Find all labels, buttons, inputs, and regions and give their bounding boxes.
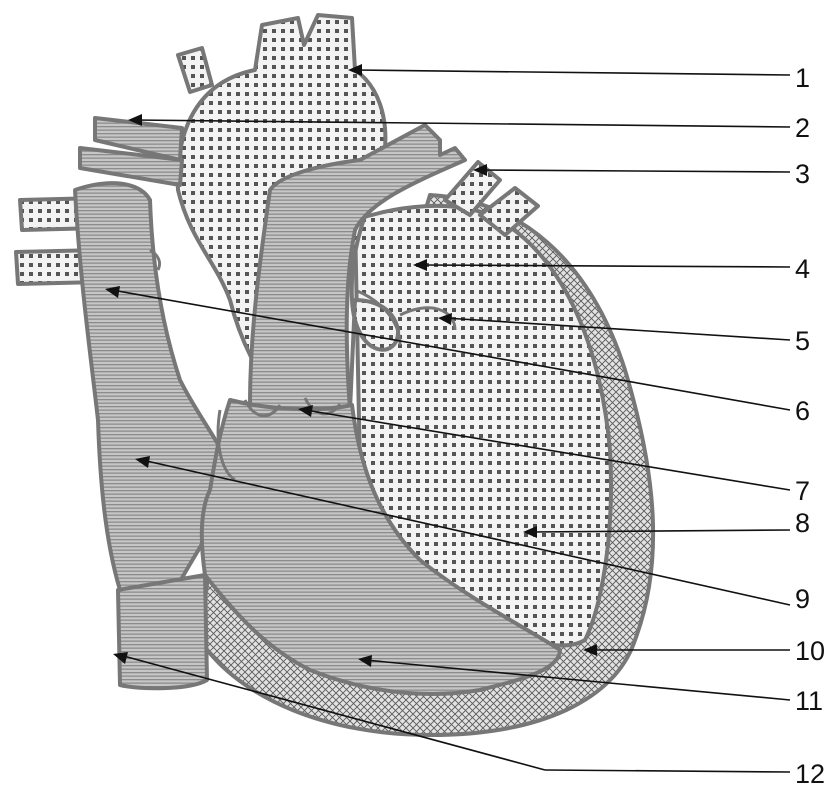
label-2: 2 <box>795 113 810 143</box>
label-9: 9 <box>795 584 810 614</box>
label-1: 1 <box>795 63 810 93</box>
leader-3 <box>473 164 790 176</box>
label-6: 6 <box>795 396 810 426</box>
aorta-branch <box>178 48 212 92</box>
label-4: 4 <box>795 254 810 284</box>
label-12: 12 <box>795 759 825 787</box>
right-pulmonary-arteries <box>80 118 182 185</box>
label-5: 5 <box>795 326 810 356</box>
label-3: 3 <box>795 159 810 189</box>
label-10: 10 <box>795 636 825 666</box>
inferior-vena-cava <box>118 575 207 688</box>
leader-1 <box>348 64 790 76</box>
label-8: 8 <box>795 508 810 538</box>
label-7: 7 <box>795 476 810 506</box>
label-numbers: 1 2 3 4 5 6 7 8 9 10 11 12 <box>795 63 825 787</box>
label-11: 11 <box>795 686 823 716</box>
